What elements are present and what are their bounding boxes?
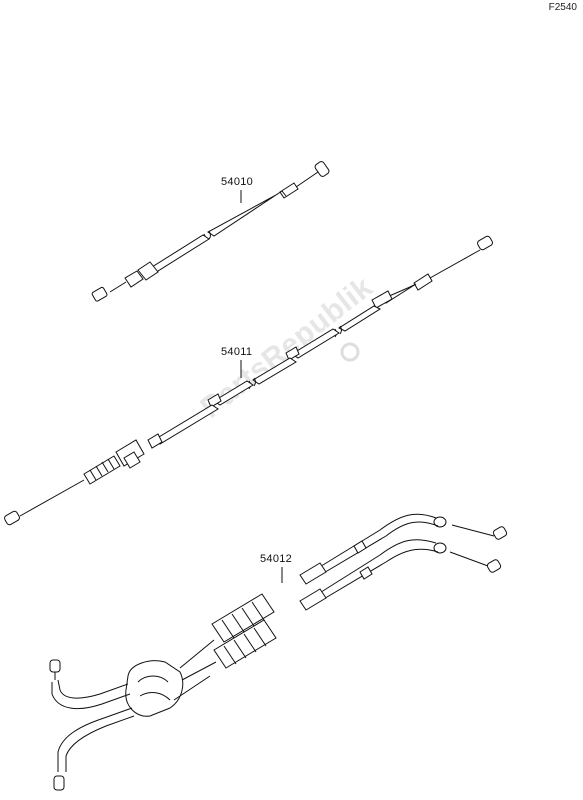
cable-54012[interactable] (49, 513, 508, 791)
part-number-54012[interactable]: 54012 (260, 553, 293, 565)
watermark-logo-icon (340, 342, 360, 362)
cable-54011[interactable] (3, 235, 493, 526)
figure-code: F2540 (548, 2, 577, 13)
cable-54010[interactable] (91, 160, 330, 302)
part-number-54010[interactable]: 54010 (221, 176, 254, 188)
part-number-54011[interactable]: 54011 (221, 346, 253, 358)
